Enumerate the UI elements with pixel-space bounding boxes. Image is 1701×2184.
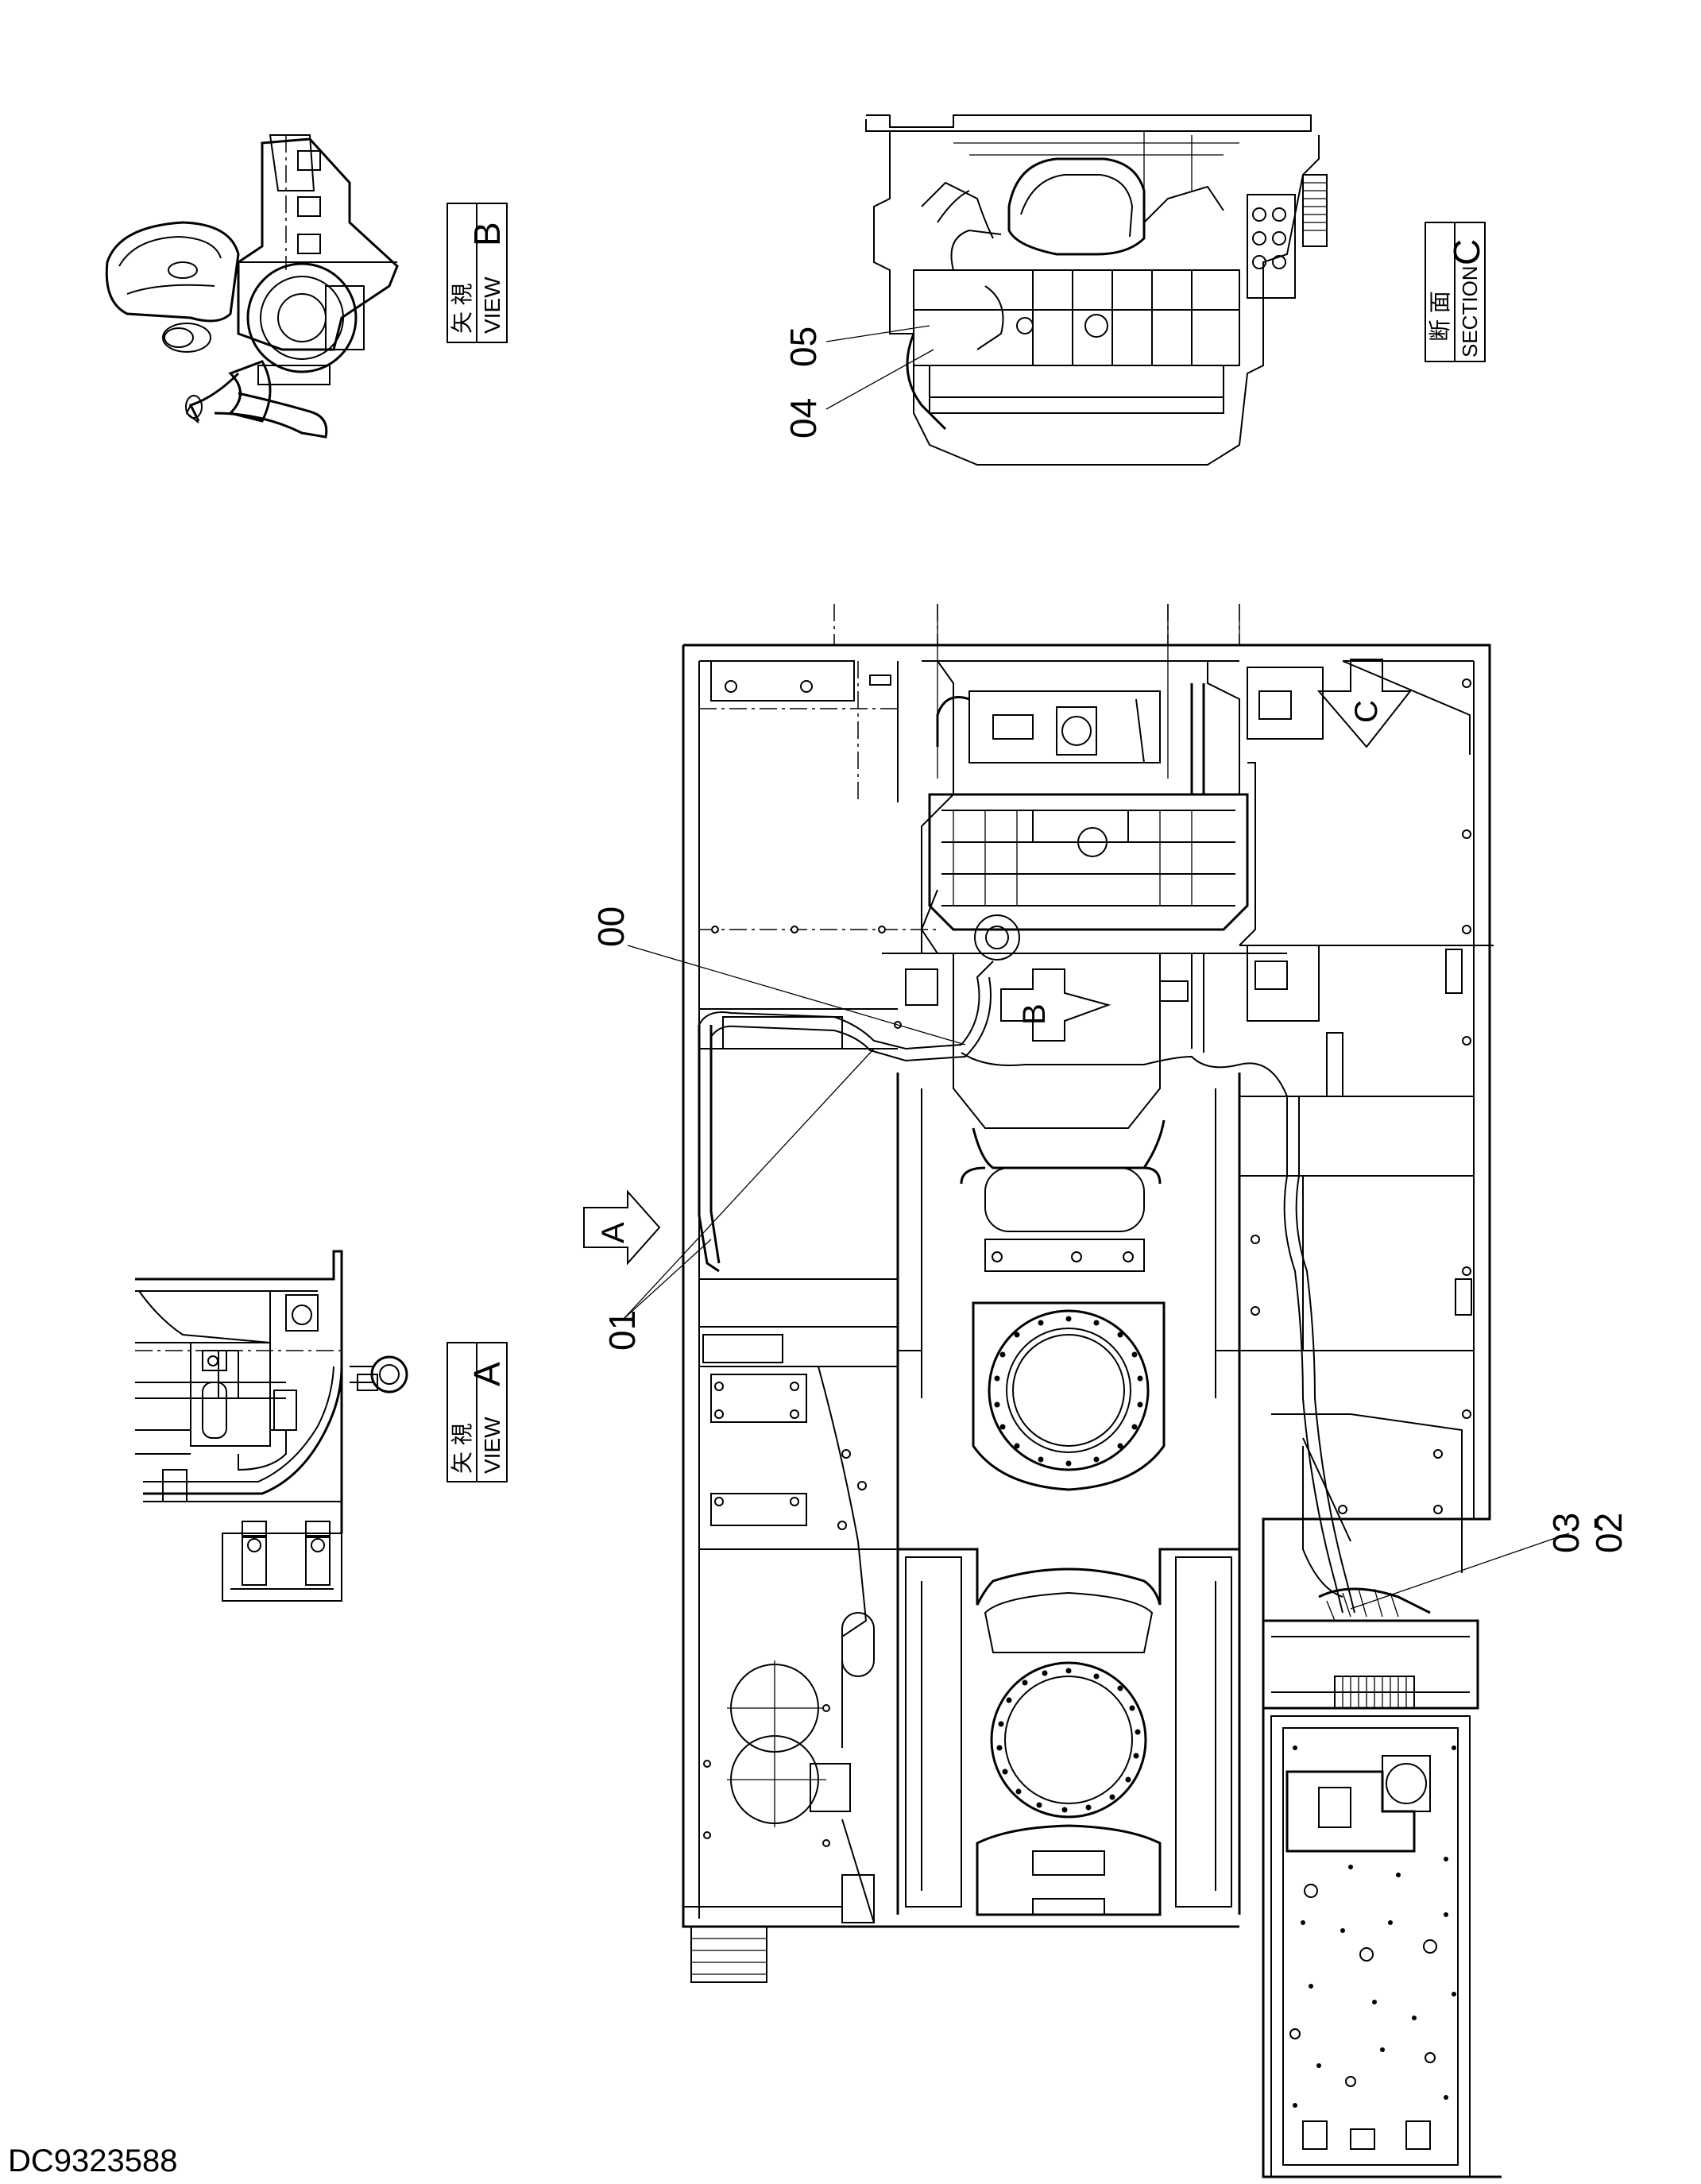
view-b-label-box — [447, 203, 508, 343]
callout-01: 01 — [601, 1309, 643, 1351]
section-c-engine — [865, 114, 1328, 466]
view-b-letter: B — [466, 222, 508, 246]
section-c-kanji: 断 面 — [1428, 291, 1452, 342]
arrow-c — [1316, 659, 1413, 748]
view-a-kanji: 矢 視 — [450, 1423, 474, 1474]
callout-04: 04 — [783, 397, 824, 439]
callout-00: 00 — [590, 906, 632, 947]
section-c-label-box — [1425, 222, 1486, 362]
slew-bolt-circle — [994, 1316, 1143, 1467]
callout-04-leader — [825, 349, 934, 410]
callout-05: 05 — [783, 326, 824, 367]
view-a-detail — [135, 1250, 408, 1602]
section-c-letter: C — [1446, 238, 1487, 265]
arrow-b — [1000, 968, 1111, 1042]
callout-0302-leader — [1350, 1533, 1570, 1610]
view-a-label-box — [447, 1342, 508, 1482]
callout-01-leader-b — [623, 1048, 875, 1320]
callout-02: 02 — [1588, 1512, 1629, 1553]
view-a-word: VIEW — [480, 1417, 505, 1474]
view-a-letter: A — [466, 1362, 508, 1386]
callout-00-leader — [627, 945, 966, 1046]
callout-01-leader-a — [623, 1239, 712, 1320]
callout-05-leader — [825, 325, 930, 342]
drawing-number: DC9323588 — [8, 2143, 178, 2178]
arrow-c-letter: C — [1349, 700, 1384, 723]
arrow-a-letter: A — [596, 1222, 631, 1243]
section-c-word: SECTION — [1458, 265, 1482, 358]
arrow-a — [583, 1189, 661, 1266]
module-fastener-holes — [1293, 1745, 1456, 2108]
view-b-word: VIEW — [480, 276, 505, 334]
view-b-detail — [105, 134, 399, 439]
lower-bolt-circle — [996, 1668, 1141, 1813]
arrow-b-letter: B — [1017, 1003, 1052, 1025]
view-b-kanji: 矢 視 — [450, 283, 474, 334]
main-plan-view — [583, 604, 1570, 2178]
